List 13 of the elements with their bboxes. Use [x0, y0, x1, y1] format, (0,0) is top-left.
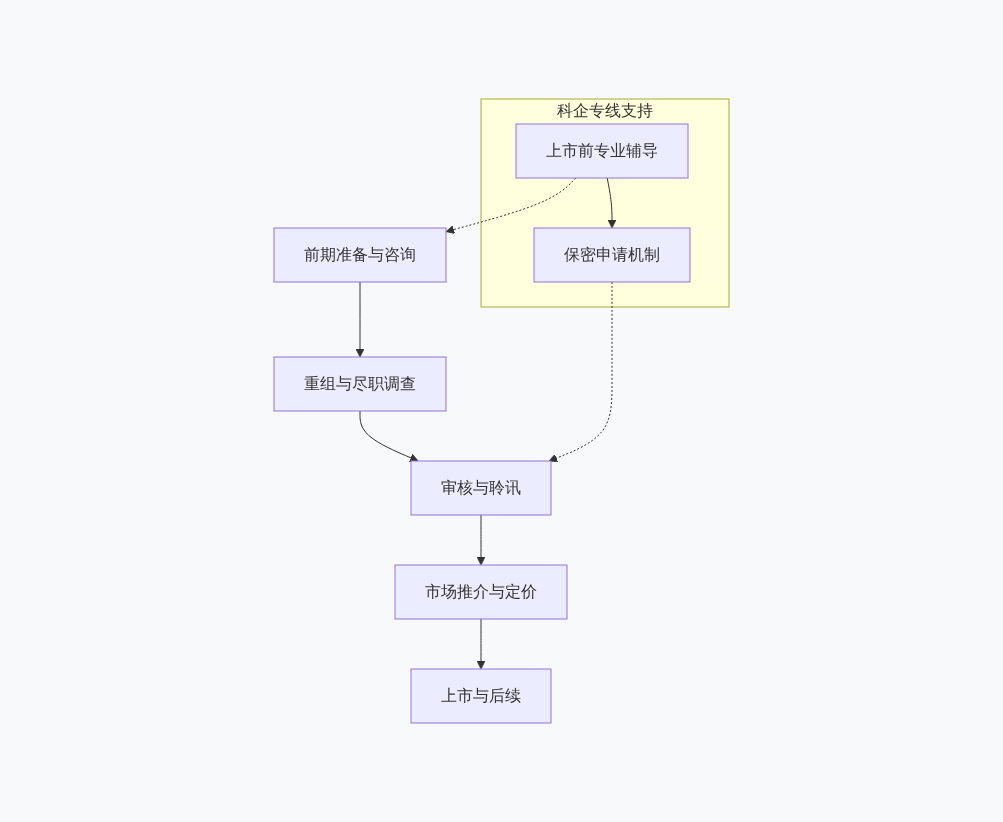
- arrow: [445, 177, 577, 234]
- node-box: 上市与后续: [410, 668, 552, 724]
- node-box: 保密申请机制: [533, 227, 691, 283]
- arrow: [359, 410, 419, 462]
- node-box: 上市前专业辅导: [515, 123, 689, 179]
- arrow: [606, 177, 617, 229]
- node-box: 重组与尽职调查: [273, 356, 447, 412]
- arrow: [476, 618, 486, 670]
- arrow: [355, 281, 365, 358]
- arrow: [476, 514, 486, 566]
- node-box: 市场推介与定价: [394, 564, 568, 620]
- node-box: 前期准备与咨询: [273, 227, 447, 283]
- node-box: 审核与聆讯: [410, 460, 552, 516]
